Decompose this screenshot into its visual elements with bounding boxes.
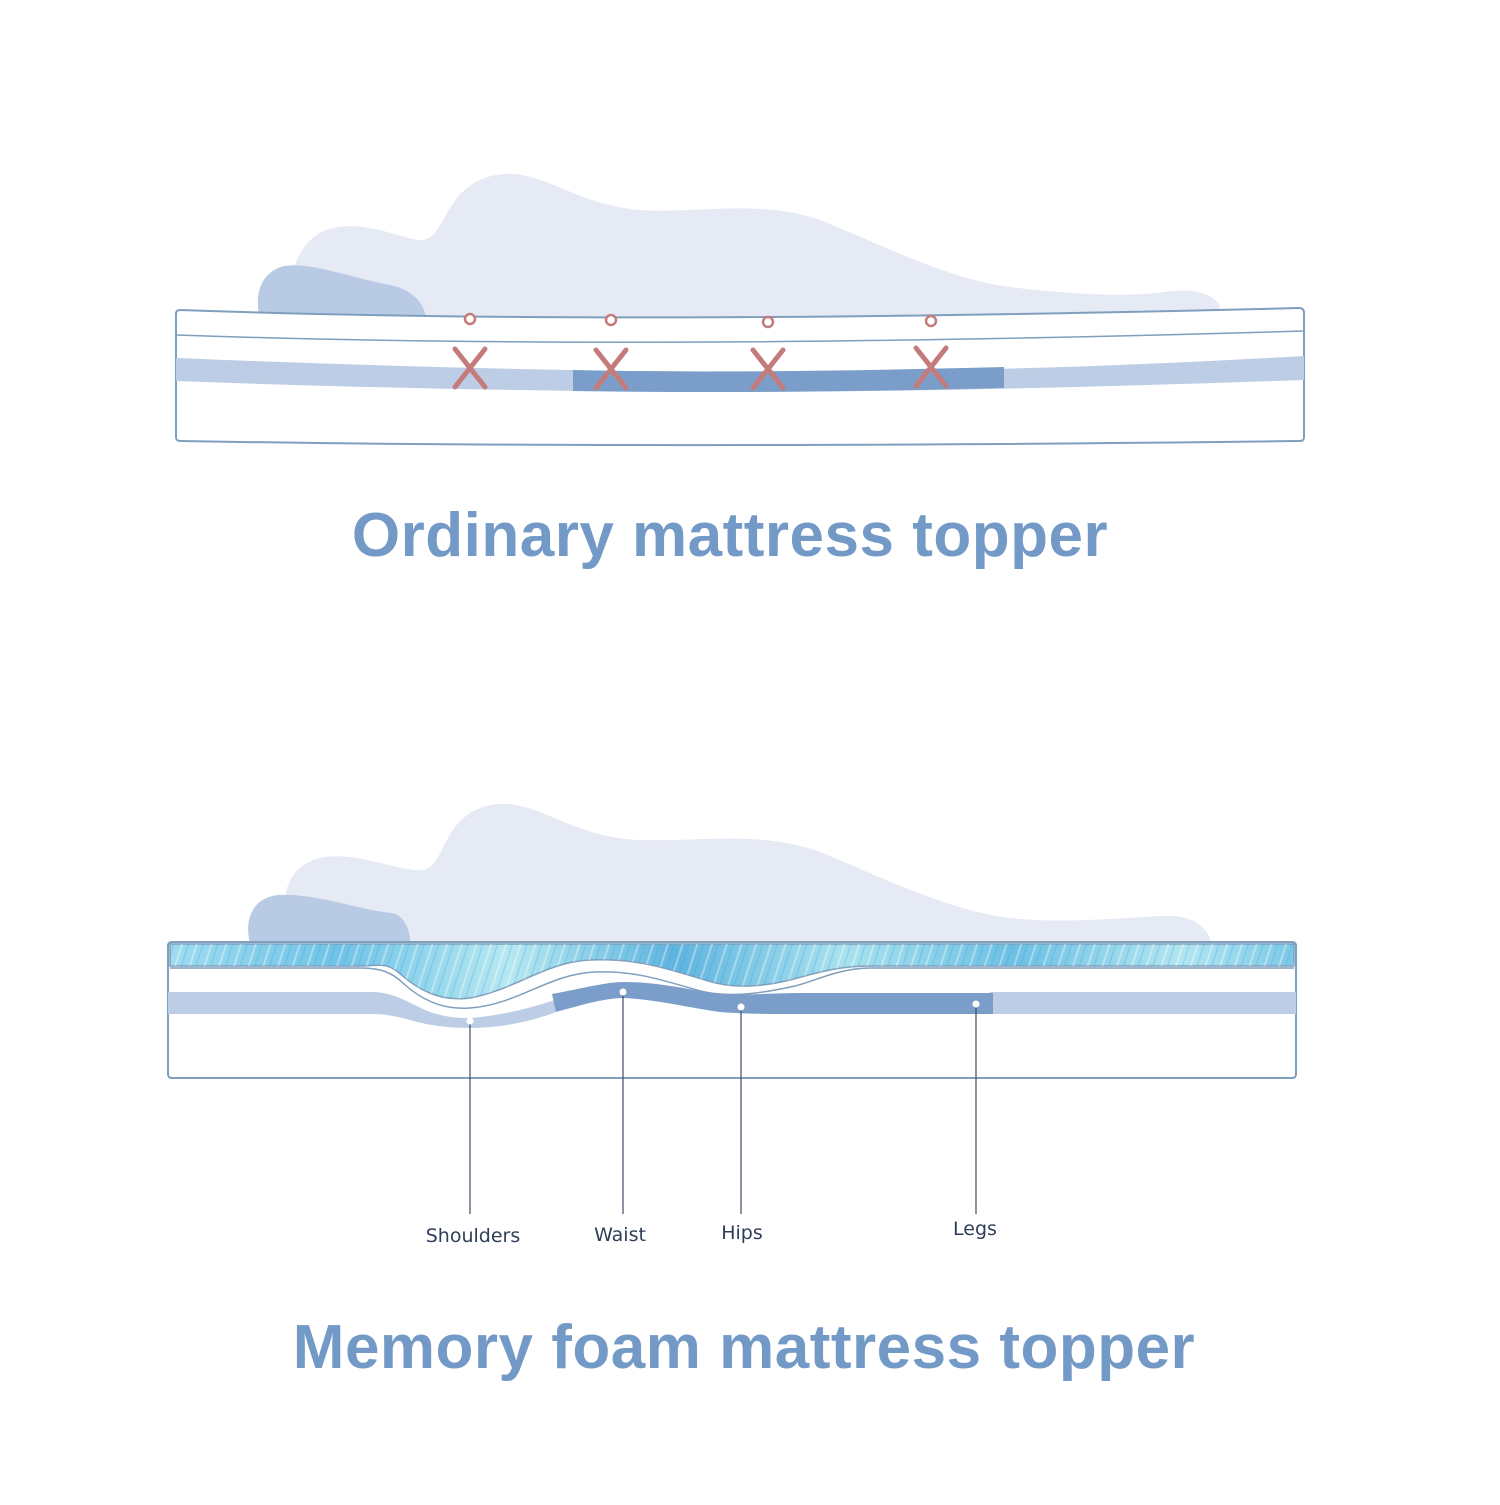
zone-label-waist: Waist bbox=[594, 1224, 646, 1246]
pressure-point-2-circle-marker-icon bbox=[604, 313, 618, 327]
gel-layer-edge bbox=[170, 967, 1294, 1010]
leader-dot-legs bbox=[972, 1000, 980, 1008]
support-band-light-bottom bbox=[168, 992, 470, 1028]
memory-topper-illustration: Shoulders Waist Hips Legs bbox=[167, 803, 1297, 1247]
pressure-markers bbox=[452, 312, 949, 391]
body-silhouette-top bbox=[290, 173, 1220, 318]
zone-label-hips: Hips bbox=[721, 1222, 763, 1244]
pressure-3-x-mark-icon bbox=[750, 347, 786, 391]
ordinary-topper-title: Ordinary mattress topper bbox=[351, 501, 1109, 570]
zone-label-shoulders: Shoulders bbox=[426, 1225, 521, 1247]
gel-memory-layer-texture bbox=[170, 944, 1294, 999]
mattress-layer-line-top bbox=[175, 330, 1305, 343]
pressure-point-3-circle-marker-icon bbox=[761, 315, 775, 329]
pressure-1-x-mark-icon bbox=[452, 346, 488, 390]
ordinary-topper-illustration bbox=[175, 173, 1305, 447]
pressure-4-x-mark-icon bbox=[913, 345, 949, 389]
support-band-dark-bottom bbox=[552, 982, 993, 1014]
leader-dot-shoulders bbox=[466, 1017, 474, 1025]
leader-dot-waist bbox=[619, 988, 627, 996]
body-zone-labels: Shoulders Waist Hips Legs bbox=[426, 988, 997, 1247]
zone-label-legs: Legs bbox=[953, 1218, 997, 1240]
pressure-point-4-circle-marker-icon bbox=[924, 314, 938, 328]
support-band-light-bottom-right bbox=[990, 992, 1296, 1014]
pressure-point-1-circle-marker-icon bbox=[463, 312, 477, 326]
leader-dot-hips bbox=[737, 1003, 745, 1011]
support-band-light-bottom-mid bbox=[470, 1000, 556, 1028]
support-band-dark-top bbox=[573, 367, 1004, 392]
pillow-top bbox=[257, 265, 426, 318]
pressure-2-x-mark-icon bbox=[593, 347, 629, 391]
memory-topper-title: Memory foam mattress topper bbox=[292, 1313, 1196, 1382]
